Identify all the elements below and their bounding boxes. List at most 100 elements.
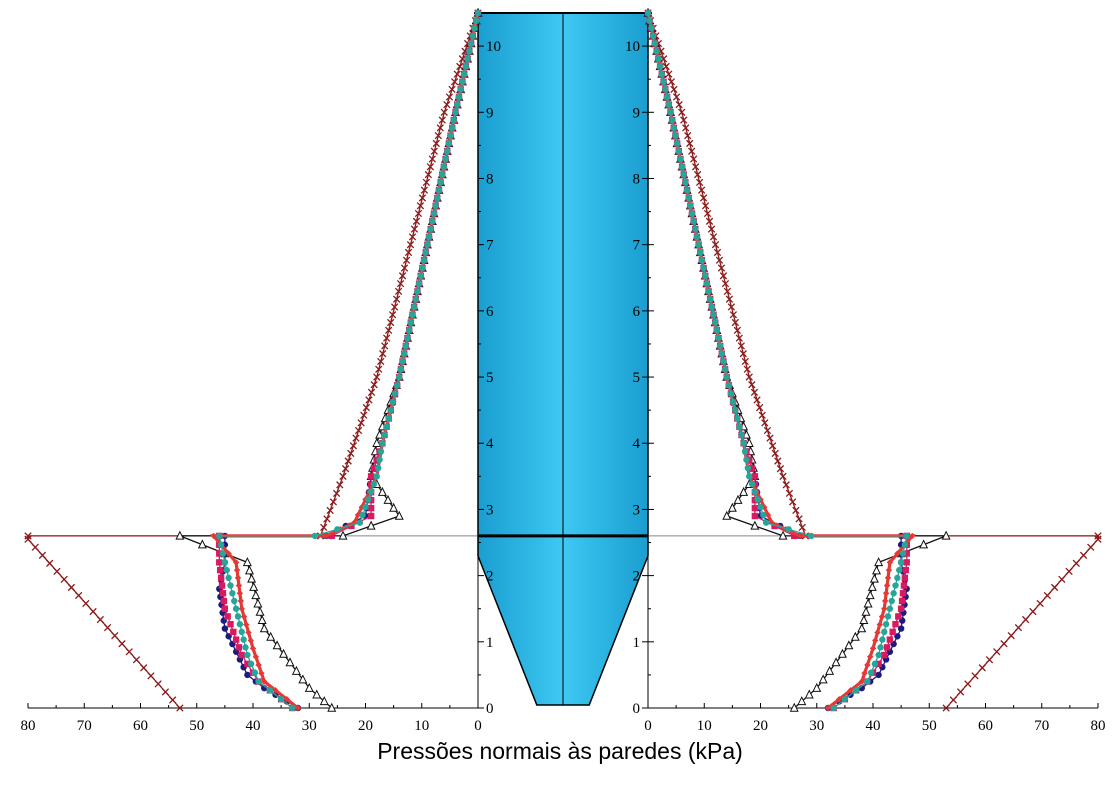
diamond-marker xyxy=(236,590,244,597)
cross-marker xyxy=(329,498,338,506)
circle-marker xyxy=(334,526,341,533)
right-x-tick-label: 0 xyxy=(644,718,652,730)
circle-marker xyxy=(672,132,679,139)
circle-marker xyxy=(459,78,466,85)
cross-marker xyxy=(406,241,415,249)
circle-marker xyxy=(697,249,704,256)
circle-marker xyxy=(383,423,390,430)
circle-marker xyxy=(707,295,714,303)
right-x-tick-label: 10 xyxy=(697,718,712,730)
left-x-tick-label: 10 xyxy=(414,718,429,730)
circle-marker xyxy=(244,671,251,679)
cross-marker xyxy=(53,567,61,576)
left-y-tick-label: 10 xyxy=(486,39,501,55)
triangle-marker xyxy=(291,665,301,675)
square-marker xyxy=(218,582,226,589)
square-marker xyxy=(328,532,335,540)
circle-marker xyxy=(705,288,712,295)
cross-marker xyxy=(697,186,706,194)
cross-marker xyxy=(428,155,436,163)
right-x-tick-label: 50 xyxy=(922,718,937,730)
circle-marker xyxy=(695,241,702,248)
cross-marker xyxy=(785,489,794,498)
circle-marker xyxy=(412,295,419,303)
circle-marker xyxy=(247,660,255,668)
cross-marker xyxy=(390,303,399,311)
diamond-marker xyxy=(881,605,888,612)
cross-marker xyxy=(1058,575,1066,584)
cross-marker xyxy=(672,93,681,101)
right-y-tick-label: 4 xyxy=(633,436,641,452)
circle-marker xyxy=(221,559,229,566)
cross-marker xyxy=(326,506,334,515)
circle-marker xyxy=(229,590,236,597)
series-6-right xyxy=(644,9,910,712)
cross-marker xyxy=(956,688,965,696)
circle-marker xyxy=(648,25,655,32)
circle-marker xyxy=(692,225,699,233)
right-y-tick-label: 6 xyxy=(633,304,641,320)
cross-marker xyxy=(360,411,368,419)
cross-marker xyxy=(347,449,355,458)
cross-marker xyxy=(386,318,395,327)
circle-marker xyxy=(440,163,448,170)
circle-marker xyxy=(417,272,424,280)
circle-marker xyxy=(424,241,431,248)
cross-marker xyxy=(24,535,32,543)
circle-marker xyxy=(658,70,666,78)
cross-marker xyxy=(701,202,710,210)
circle-marker xyxy=(748,480,756,488)
cross-marker xyxy=(38,551,47,559)
cross-marker xyxy=(942,704,950,712)
cross-marker xyxy=(416,202,425,210)
triangle-marker xyxy=(941,530,951,540)
series-group xyxy=(24,7,1102,712)
circle-marker xyxy=(391,390,399,397)
circle-marker xyxy=(232,605,240,612)
circle-marker xyxy=(864,678,871,685)
circle-marker xyxy=(266,687,274,694)
left-x-tick-label: 70 xyxy=(77,718,92,730)
cross-marker xyxy=(426,163,435,171)
cross-marker xyxy=(323,515,331,523)
circle-marker xyxy=(708,303,716,311)
square-marker xyxy=(221,605,229,612)
cross-marker xyxy=(743,365,751,373)
cross-marker xyxy=(1050,583,1059,592)
triangle-marker xyxy=(279,648,289,658)
triangle-marker xyxy=(304,682,314,692)
square-marker xyxy=(886,636,894,643)
circle-marker xyxy=(875,671,882,679)
circle-marker xyxy=(897,625,905,632)
circle-marker xyxy=(462,63,470,70)
square-marker xyxy=(367,473,375,480)
circle-marker xyxy=(466,47,473,55)
cross-marker xyxy=(385,326,393,334)
circle-marker xyxy=(673,140,681,147)
cross-marker xyxy=(1000,640,1008,648)
circle-marker xyxy=(473,17,480,24)
left-x-tick-label: 0 xyxy=(474,718,482,730)
triangle-marker xyxy=(242,557,252,567)
square-marker xyxy=(217,574,225,582)
cross-marker xyxy=(727,303,736,311)
square-marker xyxy=(216,566,224,574)
right-y-tick-label: 10 xyxy=(625,39,640,55)
triangle-marker xyxy=(844,640,854,650)
cross-marker xyxy=(352,434,360,442)
triangle-marker xyxy=(247,573,257,583)
cross-marker xyxy=(695,178,704,187)
right-y-tick-label: 9 xyxy=(633,105,641,121)
cross-marker xyxy=(412,217,421,225)
diamond-marker xyxy=(866,653,874,660)
right-y-tick-label: 8 xyxy=(633,171,641,187)
diamond-marker xyxy=(882,590,890,597)
cross-marker xyxy=(320,523,328,532)
cross-marker xyxy=(336,481,344,489)
circle-marker xyxy=(656,63,664,70)
circle-marker xyxy=(359,511,366,519)
circle-marker xyxy=(678,163,686,170)
circle-marker xyxy=(216,532,223,540)
cross-marker xyxy=(741,357,749,366)
circle-marker xyxy=(879,636,886,643)
